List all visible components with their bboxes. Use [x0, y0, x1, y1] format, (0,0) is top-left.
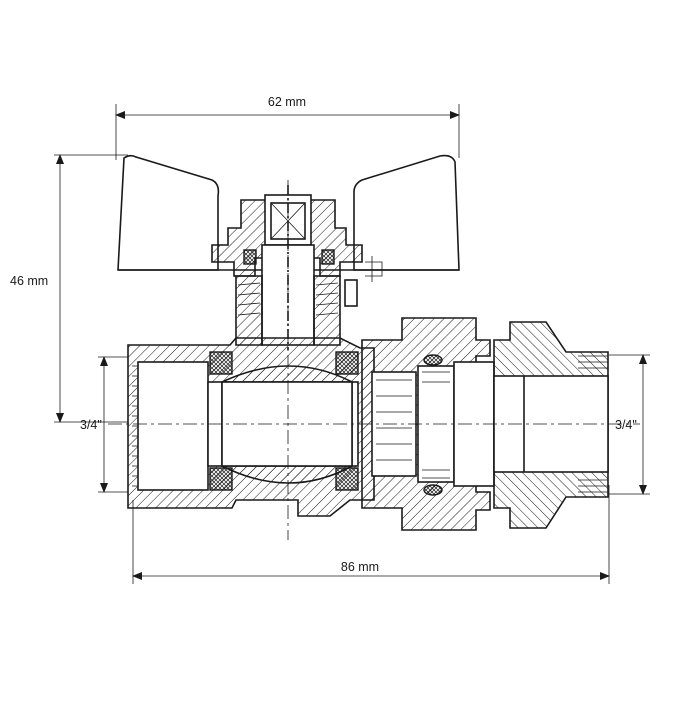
- dimension-handle-width: 62 mm: [115, 95, 460, 160]
- dimension-label-height: 46 mm: [10, 274, 48, 288]
- dimension-label-thread-right: 3/4": [615, 418, 637, 432]
- dimension-label-handle-width: 62 mm: [268, 95, 306, 109]
- stem-assembly: [211, 185, 383, 350]
- butterfly-handle: [117, 154, 460, 271]
- dimension-height: 46 mm: [10, 154, 128, 423]
- valve-body-right: [493, 321, 609, 529]
- dimension-thread-left: 3/4": [80, 356, 128, 493]
- dimension-label-thread-left: 3/4": [80, 418, 102, 432]
- dimension-label-length: 86 mm: [341, 560, 379, 574]
- dimension-thread-right: 3/4": [609, 354, 650, 495]
- center-lines: [108, 180, 640, 540]
- valve-body-left: [127, 337, 375, 517]
- dimension-length: 86 mm: [132, 485, 610, 584]
